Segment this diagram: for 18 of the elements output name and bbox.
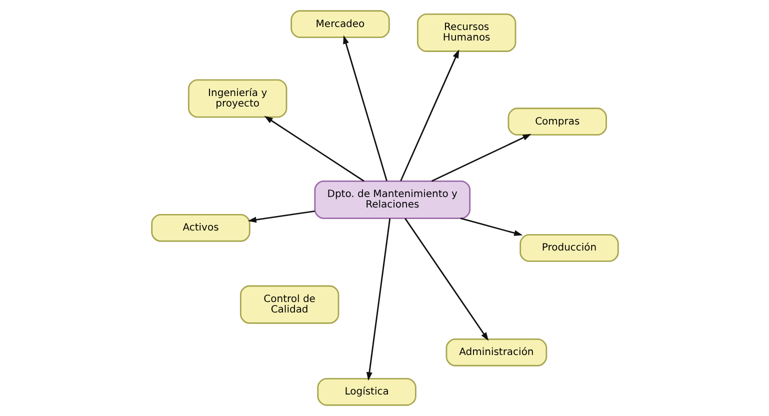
- arrow: [366, 218, 390, 381]
- node-box: Control de Calidad: [239, 285, 339, 324]
- node-box: Dpto. de Mantenimiento y Relaciones: [314, 180, 470, 219]
- node-box: Activos: [150, 214, 250, 242]
- arrow: [430, 134, 531, 182]
- node-box: Producción: [519, 234, 618, 262]
- arrow: [342, 35, 387, 182]
- arrow: [247, 210, 314, 223]
- node-box: Ingeniería y proyecto: [187, 79, 287, 118]
- node-box: Compras: [507, 108, 606, 136]
- arrow: [404, 218, 488, 341]
- arrow: [264, 116, 364, 182]
- arrow: [460, 218, 522, 236]
- node-box: Administración: [445, 338, 547, 366]
- node-box: Logística: [316, 378, 416, 406]
- node-box: Recursos Humanos: [416, 13, 516, 52]
- node-box: Mercadeo: [290, 10, 390, 38]
- arrow: [400, 50, 459, 182]
